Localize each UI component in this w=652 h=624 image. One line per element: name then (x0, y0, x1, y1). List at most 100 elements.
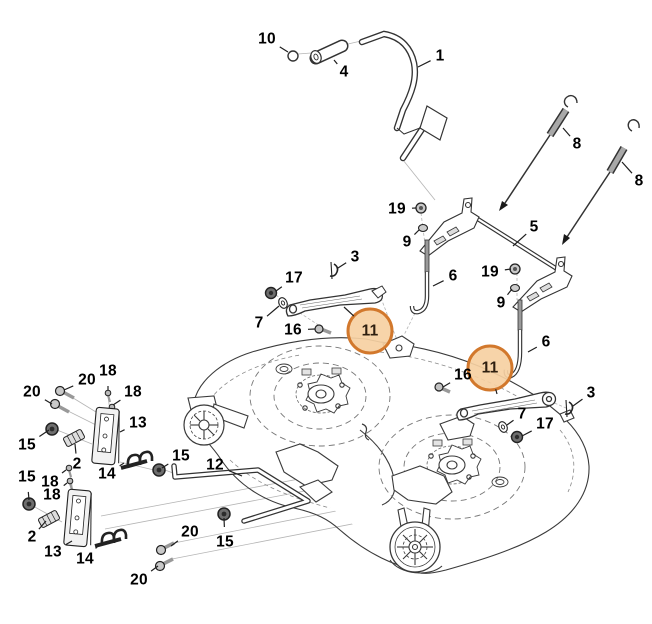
hook-14-b (94, 528, 128, 548)
callout-label-13: 13 (129, 414, 147, 432)
bolt-20-d (154, 557, 174, 572)
grease-fitting (275, 363, 509, 488)
callout-leader-line (527, 346, 538, 353)
callout-leader-line (119, 462, 125, 467)
spacer-2-a (63, 429, 85, 447)
callout-label-17: 17 (285, 269, 303, 287)
callout-label-6: 6 (448, 267, 458, 285)
callout-leader-line (562, 127, 571, 137)
bolt-20-b (49, 398, 70, 414)
bolt-20-c (155, 541, 175, 556)
arm-fasteners (264, 286, 524, 444)
washer-9-right (509, 283, 521, 293)
callout-label-12: 12 (206, 456, 224, 474)
bolt-16-right (434, 382, 451, 394)
callout-label-9: 9 (496, 294, 506, 312)
callout-label-15: 15 (172, 447, 190, 465)
lift-spring-left (499, 94, 578, 211)
j-bolt-left (409, 239, 430, 315)
callout-leader-line (432, 280, 444, 287)
callout-label-7: 7 (517, 405, 527, 423)
callout-leader-line (504, 268, 512, 271)
blade-circle-left (249, 345, 391, 447)
callout-leader-line (63, 482, 68, 487)
callout-leader-line (161, 463, 169, 469)
lever-part-1 (358, 30, 448, 162)
callout-label-19: 19 (481, 263, 499, 281)
callout-leader-line (266, 305, 280, 317)
callout-leader-line (39, 429, 50, 438)
callout-leader-line (61, 469, 67, 474)
callout-label-15: 15 (18, 468, 36, 486)
callout-label-16: 16 (454, 366, 472, 384)
bracket-13-a (91, 406, 120, 466)
callout-leader-line (417, 60, 431, 68)
callout-label-1: 1 (435, 47, 445, 65)
callout-leader-line (170, 540, 179, 547)
height-adjust-lever (287, 30, 448, 162)
lift-arm-left (285, 285, 387, 317)
bolt-18-c (65, 464, 73, 478)
hook-14-a (120, 450, 154, 470)
lift-arm-right (456, 391, 557, 421)
highlight-circle (346, 307, 394, 355)
callout-leader-line (279, 46, 289, 53)
callout-label-2: 2 (72, 455, 82, 473)
callout-leader-line (74, 443, 77, 454)
callout-leader-line (38, 520, 47, 530)
callout-leader-line (65, 540, 73, 546)
callout-leader-line (275, 286, 283, 292)
callout-label-14: 14 (76, 550, 94, 568)
lift-spring-right (562, 119, 640, 245)
callout-label-10: 10 (258, 30, 276, 48)
callout-leader-line (506, 419, 514, 426)
callout-label-20: 20 (78, 371, 96, 389)
callout-label-2: 2 (27, 528, 37, 546)
washer-7-right (498, 421, 508, 433)
callout-leader-line (521, 430, 532, 437)
grip-part-4 (309, 39, 349, 65)
callout-label-18: 18 (124, 383, 142, 401)
callout-label-14: 14 (98, 465, 116, 483)
clip-3-left (329, 261, 339, 280)
callout-leader-line (27, 491, 30, 501)
deck-bracket-front-left-2 (298, 479, 333, 503)
callout-label-5: 5 (529, 218, 539, 236)
callout-label-20: 20 (181, 523, 199, 541)
callout-label-19: 19 (388, 200, 406, 218)
callout-label-17: 17 (536, 415, 554, 433)
callout-leader-line (95, 544, 100, 549)
callout-label-15: 15 (18, 436, 36, 454)
callout-label-16: 16 (284, 321, 302, 339)
bracket-assembly-lower (22, 464, 231, 572)
callout-leader-line (621, 161, 633, 174)
anti-scalp-rod-part-12 (171, 463, 311, 524)
callout-leader-line (343, 306, 355, 317)
callout-label-13: 13 (44, 543, 62, 561)
callout-leader-line (112, 399, 121, 406)
callout-leader-line (119, 429, 125, 433)
washer-7-left (278, 297, 288, 309)
gauge-wheel-bottom (389, 507, 443, 574)
callout-label-6: 6 (541, 333, 551, 351)
callout-label-8: 8 (634, 172, 644, 190)
callout-label-20: 20 (23, 383, 41, 401)
deck-bracket-front-left (275, 443, 339, 487)
callout-leader-line (63, 385, 74, 391)
callout-leader-line (44, 399, 53, 405)
callout-label-3: 3 (350, 248, 360, 266)
callout-leader-line (337, 262, 347, 269)
callout-label-11: 11 (481, 359, 499, 377)
hanger-bracket-part-5 (419, 197, 573, 313)
callout-leader-line (495, 389, 498, 395)
fasteners-19-9 (415, 202, 521, 293)
callout-label-18: 18 (43, 486, 61, 504)
callout-leader-line (150, 565, 159, 572)
deck-bracket-front-center (391, 465, 453, 505)
callout-label-18: 18 (99, 362, 117, 380)
spindle-left (295, 367, 351, 414)
callout-label-7: 7 (254, 314, 264, 332)
bolt-20-a (54, 385, 75, 400)
